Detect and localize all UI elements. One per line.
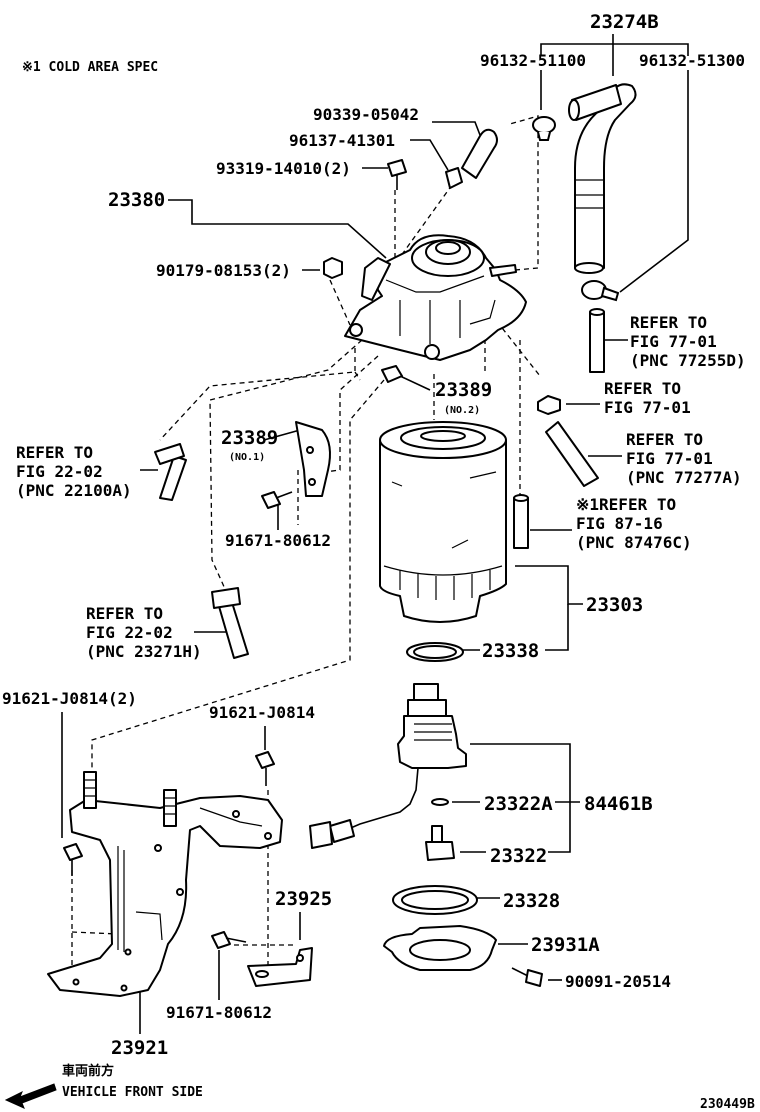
part-label-23389-no2[interactable]: 23389	[435, 379, 492, 401]
refer-87476-line1[interactable]: ※1REFER TO	[576, 495, 676, 514]
part-label-23931A[interactable]: 23931A	[531, 934, 600, 956]
refer-77277-line3[interactable]: (PNC 77277A)	[626, 468, 742, 487]
screw-93319-14010[interactable]	[387, 159, 407, 190]
part-label-93319-14010[interactable]: 93319-14010(2)	[216, 159, 351, 178]
refer-77255-line1[interactable]: REFER TO	[630, 313, 707, 332]
stud-left[interactable]	[83, 771, 97, 809]
part-label-23389-no1[interactable]: 23389	[221, 427, 278, 449]
refer-23271-line3[interactable]: (PNC 23271H)	[86, 642, 202, 661]
part-label-23921[interactable]: 23921	[111, 1037, 168, 1059]
part-label-90339-05042[interactable]: 90339-05042	[313, 105, 419, 124]
refer-87476-line3[interactable]: (PNC 87476C)	[576, 533, 692, 552]
clamp-23925[interactable]	[247, 947, 313, 987]
part-label-91621-J0814[interactable]: 91621-J0814	[209, 703, 315, 722]
part-label-23274B[interactable]: 23274B	[590, 11, 659, 33]
vehicle-front-jp: 車両前方	[62, 1063, 114, 1079]
part-label-96132-51100[interactable]: 96132-51100	[480, 51, 586, 70]
refer-77255-line2[interactable]: FIG 77-01	[630, 332, 717, 351]
vehicle-front-arrow-icon	[4, 1083, 57, 1109]
part-label-23328[interactable]: 23328	[503, 890, 560, 912]
part-label-91621-J0814-2[interactable]: 91621-J0814(2)	[2, 689, 137, 708]
refer-22100-line2[interactable]: FIG 22-02	[16, 462, 103, 481]
refer-87476-line2[interactable]: FIG 87-16	[576, 514, 663, 533]
refer-22100-line1[interactable]: REFER TO	[16, 443, 93, 462]
refer-77277-line1[interactable]: REFER TO	[626, 430, 703, 449]
stud-mid[interactable]	[163, 789, 177, 827]
o-ring-23322A[interactable]	[431, 798, 449, 806]
hose-refer-87476[interactable]	[513, 494, 529, 549]
gasket-23328[interactable]	[392, 885, 478, 915]
part-label-96137-41301[interactable]: 96137-41301	[289, 131, 395, 150]
refer-77-mid-line2[interactable]: FIG 77-01	[604, 398, 691, 417]
filter-head-23380[interactable]	[344, 234, 527, 361]
part-label-90091-20514[interactable]: 90091-20514	[565, 972, 671, 991]
part-label-23322A[interactable]: 23322A	[484, 793, 553, 815]
hose-refer-22100[interactable]	[154, 443, 187, 501]
screw-23389-no2[interactable]	[381, 365, 403, 383]
part-label-96132-51300[interactable]: 96132-51300	[639, 51, 745, 70]
refer-23271-line1[interactable]: REFER TO	[86, 604, 163, 623]
bolt-91671-80612-lower[interactable]	[211, 931, 247, 949]
sensor-84461B[interactable]	[309, 683, 467, 849]
refer-23271-line2[interactable]: FIG 22-02	[86, 623, 173, 642]
part-label-23925[interactable]: 23925	[275, 888, 332, 910]
drain-plug-23322[interactable]	[425, 825, 455, 861]
fuel-filter-23303[interactable]	[379, 421, 507, 623]
vehicle-front-en: VEHICLE FRONT SIDE	[62, 1085, 203, 1100]
gasket-96137-41301[interactable]	[445, 167, 463, 189]
leader-lines	[61, 34, 689, 1034]
part-label-91671-80612-lower[interactable]: 91671-80612	[166, 1003, 272, 1022]
o-ring-23338[interactable]	[406, 642, 464, 662]
bracket-23921[interactable]	[47, 795, 283, 997]
hose-refer-23271[interactable]	[211, 587, 249, 659]
refer-22100-line3[interactable]: (PNC 22100A)	[16, 481, 132, 500]
refer-77277-line2[interactable]: FIG 77-01	[626, 449, 713, 468]
hose-refer-77277[interactable]	[545, 421, 599, 487]
hose-clip-51100[interactable]	[532, 116, 556, 141]
bolt-91671-80612-upper[interactable]	[261, 491, 293, 509]
hose-refer-77255[interactable]	[589, 308, 605, 373]
cover-23931A[interactable]	[383, 925, 497, 971]
part-label-23322[interactable]: 23322	[490, 845, 547, 867]
part-label-84461B[interactable]: 84461B	[584, 793, 653, 815]
bracket-23389-no1[interactable]	[295, 421, 331, 497]
nut-90179-08153[interactable]	[323, 257, 343, 279]
part-label-23338[interactable]: 23338	[482, 640, 539, 662]
part-sub-23389-no1: (NO.1)	[229, 452, 265, 463]
part-label-23380[interactable]: 23380	[108, 189, 165, 211]
cold-area-note: ※1 COLD AREA SPEC	[22, 60, 158, 75]
part-label-90179-08153[interactable]: 90179-08153(2)	[156, 261, 291, 280]
bolt-91621-J0814-left[interactable]	[63, 843, 83, 876]
hose-23274B[interactable]	[568, 83, 637, 274]
refer-77-mid-line1[interactable]: REFER TO	[604, 379, 681, 398]
fitting-refer-77-mid[interactable]	[537, 395, 561, 415]
part-label-23303[interactable]: 23303	[586, 594, 643, 616]
bolt-91621-J0814-right[interactable]	[255, 751, 275, 786]
part-sub-23389-no2: (NO.2)	[444, 405, 480, 416]
figure-id: 230449B	[700, 1097, 755, 1112]
plug-90339-05042[interactable]	[461, 128, 498, 179]
bolt-90091-20514[interactable]	[511, 967, 543, 987]
hose-clip-51300[interactable]	[581, 280, 620, 302]
part-label-91671-80612-upper[interactable]: 91671-80612	[225, 531, 331, 550]
refer-77255-line3[interactable]: (PNC 77255D)	[630, 351, 746, 370]
